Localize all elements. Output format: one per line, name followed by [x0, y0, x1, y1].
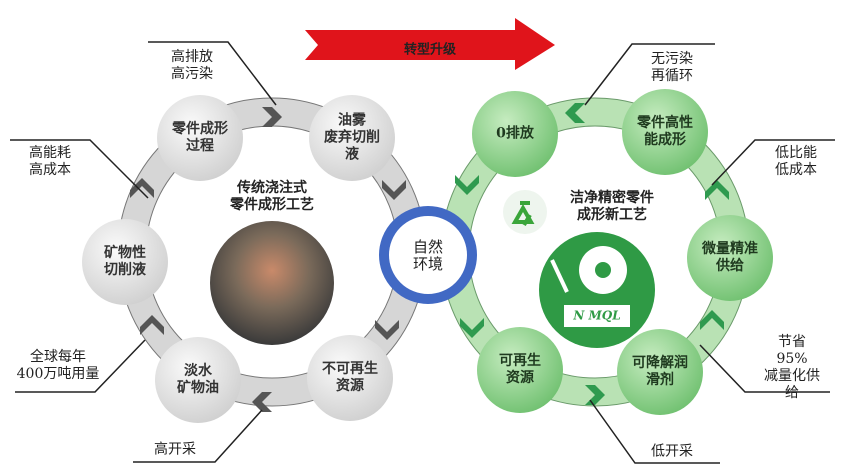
chevron-left-icon: [565, 103, 585, 123]
casting-photo: [210, 221, 334, 345]
callout-low-extraction: 低开采: [651, 443, 693, 460]
chevron-up-icon: [705, 180, 729, 200]
callout-save-95: 节省95% 减量化供给: [764, 334, 820, 401]
chevron-down-icon: [460, 318, 484, 338]
callout-low-energy: 低比能 低成本: [775, 145, 817, 178]
node-high-performance: 零件高性 能成形: [637, 115, 693, 148]
chevron-up-icon: [130, 178, 154, 198]
chevron-up-icon: [700, 310, 724, 330]
node-nonrenewable: 不可再生 资源: [322, 361, 378, 394]
chevron-left-icon: [252, 392, 272, 412]
node-oil-mist-waste: 油雾 废弃切削 液: [324, 112, 380, 163]
right-cycle-title: 洁净精密零件 成形新工艺: [570, 190, 654, 223]
node-zero-emission: 0排放: [496, 125, 534, 142]
chevron-down-icon: [375, 320, 399, 340]
callout-annual-usage: 全球每年 400万吨用量: [16, 349, 100, 382]
chevron-right-icon: [262, 107, 282, 127]
nmql-logo: [539, 232, 655, 348]
callout-high-extraction: 高开采: [154, 441, 196, 458]
left-nodes: [82, 95, 395, 423]
center-nature: 自然 环境: [412, 238, 444, 273]
nmql-logo-text: N MQL: [573, 308, 621, 323]
recycle-icon: [503, 190, 547, 234]
banner-label: 转型升级: [403, 42, 457, 58]
node-micro-supply: 微量精准 供给: [702, 241, 758, 274]
node-mineral-cutting-fluid: 矿物性 切削液: [104, 245, 146, 278]
node-water-mineral-oil: 淡水 矿物油: [177, 363, 219, 396]
callout-high-energy: 高能耗 高成本: [29, 145, 71, 178]
left-cycle-title: 传统浇注式 零件成形工艺: [230, 180, 314, 213]
node-degradable-lubricant: 可降解润 滑剂: [632, 355, 688, 388]
callout-no-pollution: 无污染 再循环: [651, 51, 693, 84]
right-nodes: [472, 89, 773, 415]
callout-high-emission: 高排放 高污染: [171, 49, 213, 82]
nature-ring: [379, 206, 477, 304]
chevron-down-icon: [455, 175, 479, 195]
transformation-arrow: [305, 18, 555, 70]
chevron-down-icon: [382, 180, 406, 200]
node-part-forming-process: 零件成形 过程: [172, 121, 228, 154]
node-renewable: 可再生 资源: [499, 353, 541, 386]
chevron-up-icon: [140, 315, 164, 335]
